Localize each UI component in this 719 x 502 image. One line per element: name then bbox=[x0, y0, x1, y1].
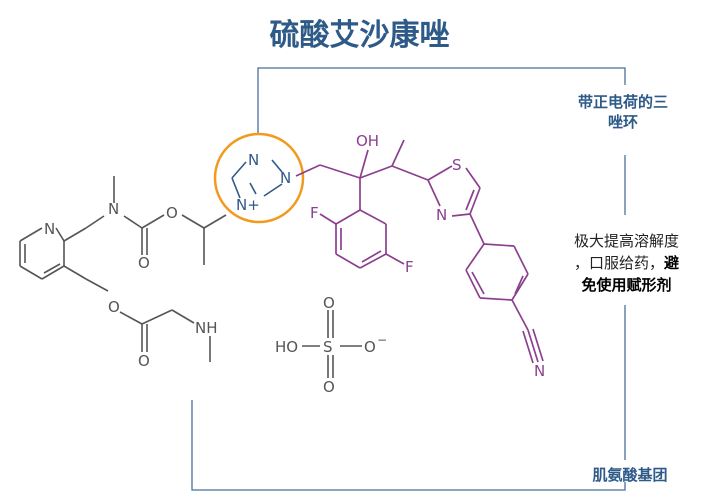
solubility-bold1: 避 bbox=[664, 254, 680, 272]
solubility-annotation: 极大提高溶解度 ，口服给药，避 免使用赋形剂 bbox=[544, 230, 709, 296]
top-bracket bbox=[257, 67, 626, 135]
sulfate-bonds bbox=[302, 310, 362, 378]
solubility-line3-wrap: 免使用赋形剂 bbox=[544, 274, 709, 296]
carbamate-n: N bbox=[108, 200, 119, 218]
thiazole-s: S bbox=[452, 156, 462, 174]
sulfate-s: S bbox=[323, 338, 333, 356]
solubility-line2-wrap: ，口服给药，避 bbox=[544, 252, 709, 274]
sulfate-o-minus: O bbox=[364, 338, 376, 356]
carbonyl-o: O bbox=[138, 352, 150, 370]
triazole-n2: N bbox=[280, 169, 291, 187]
hydroxyl: OH bbox=[356, 132, 379, 150]
core-atoms: OH F F S N N bbox=[310, 132, 545, 380]
triazolium-annotation-line2: 唑环 bbox=[607, 113, 638, 131]
sulfate-o-bottom: O bbox=[323, 378, 335, 396]
triazole-n-plus: N+ bbox=[236, 196, 260, 214]
sulfate-o-top: O bbox=[323, 294, 335, 312]
prodrug-atoms: N N O O O O NH bbox=[44, 200, 218, 370]
annotation-brackets bbox=[191, 67, 626, 491]
triazolium-annotation: 带正电荷的三 唑环 bbox=[548, 92, 698, 132]
nitrile-n: N bbox=[534, 362, 545, 380]
sulfate-ho: HO bbox=[275, 338, 298, 356]
pyridine-n: N bbox=[44, 220, 55, 238]
prodrug-moiety bbox=[19, 176, 227, 362]
triazole-n1: N bbox=[248, 151, 259, 169]
triazolium-atoms: N N N+ bbox=[236, 151, 291, 214]
solubility-line1: 极大提高溶解度 bbox=[573, 232, 679, 250]
amino-acid-annotation: 肌氨酸基团 bbox=[592, 466, 668, 484]
sulfate-atoms: HO S O O O − bbox=[275, 294, 387, 396]
triazolium-ring bbox=[231, 159, 283, 199]
triazolium-annotation-line1: 带正电荷的三 bbox=[577, 93, 668, 111]
thiazole-n: N bbox=[436, 206, 447, 224]
ester-o2: O bbox=[108, 298, 120, 316]
bottom-bracket bbox=[191, 400, 626, 491]
ester-o: O bbox=[166, 204, 178, 222]
fluorine-para: F bbox=[405, 258, 414, 276]
amine-nh: NH bbox=[195, 319, 218, 337]
fluorine-ortho: F bbox=[310, 204, 319, 222]
page-title: 硫酸艾沙康唑 bbox=[269, 18, 450, 53]
solubility-line2: ，口服给药， bbox=[573, 254, 664, 272]
triazolium-highlight-circle bbox=[213, 132, 305, 224]
carbamate-o: O bbox=[138, 254, 150, 272]
solubility-bold2: 免使用赋形剂 bbox=[581, 276, 672, 294]
sulfate-minus: − bbox=[377, 333, 387, 347]
core-structure bbox=[295, 139, 544, 364]
